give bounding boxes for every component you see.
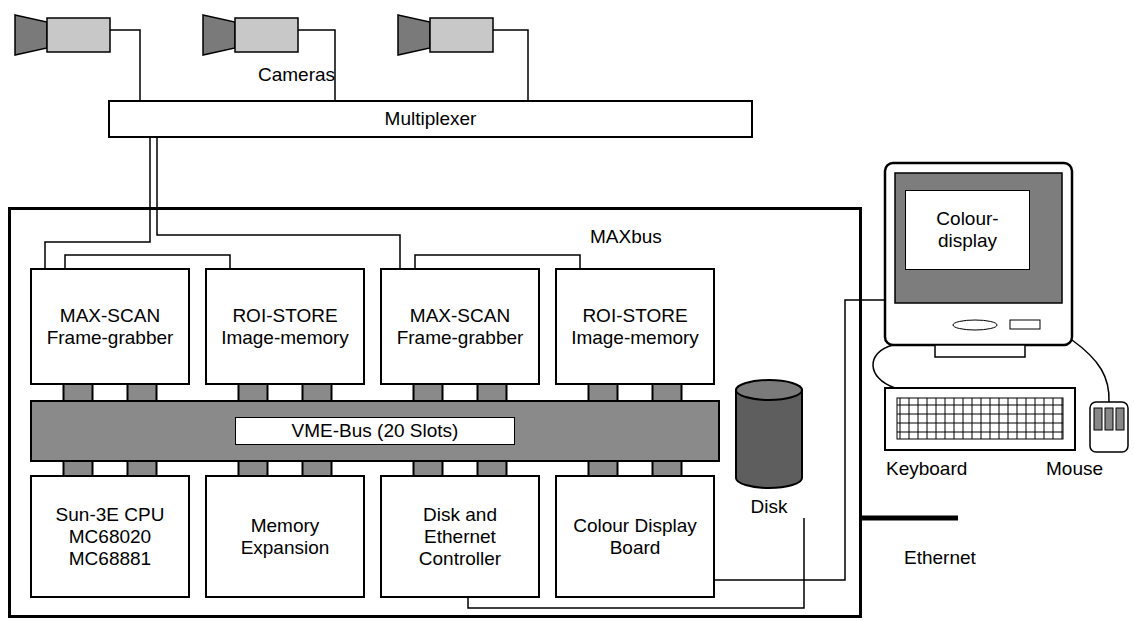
bus-connector xyxy=(78,462,142,475)
board-box: MAX-SCAN Frame-grabber xyxy=(380,268,540,385)
keyboard-cable xyxy=(873,345,895,388)
monitor-icon xyxy=(885,163,1072,357)
connector-group xyxy=(45,138,150,268)
bus-connector xyxy=(428,385,492,400)
mouse-icon xyxy=(1090,402,1128,452)
connector-group xyxy=(415,255,580,268)
bus-connector xyxy=(603,462,667,475)
connector-outline xyxy=(78,385,142,400)
device-label: Keyboard xyxy=(886,458,967,480)
connector-group xyxy=(603,385,667,400)
camera-cables xyxy=(110,30,528,100)
bus-connector xyxy=(603,385,667,400)
bus-label: MAXbus xyxy=(590,226,662,248)
cable xyxy=(157,138,400,268)
board-box: Disk and Ethernet Controller xyxy=(380,475,540,598)
bus-bar: VME-Bus (20 Slots) xyxy=(30,400,720,462)
node-label: Multiplexer xyxy=(385,108,477,130)
bus-connector xyxy=(78,385,142,400)
board-box: Colour Display Board xyxy=(555,475,715,598)
cable xyxy=(415,255,580,268)
cylinder-top xyxy=(736,380,802,400)
node-label: MAX-SCAN Frame-grabber xyxy=(42,305,178,349)
node-label: Disk xyxy=(751,496,788,518)
cylinder-body xyxy=(736,390,802,488)
connector-outline xyxy=(428,462,492,475)
node-label: Colour-display xyxy=(905,190,1030,270)
cable xyxy=(65,255,230,268)
disk-drive: Disk xyxy=(728,378,810,518)
node-label: ROI-STORE Image-memory xyxy=(567,305,703,349)
system-housing: MAXbusMAX-SCAN Frame-grabber ROI-STORE Im… xyxy=(8,207,862,618)
keyboard-icon xyxy=(885,388,1075,450)
connector-group xyxy=(157,138,400,268)
camera-cable xyxy=(110,30,140,100)
node-label: Disk and Ethernet Controller xyxy=(392,504,528,570)
node-label: Memory Expansion xyxy=(217,515,353,559)
connector-group xyxy=(65,255,230,268)
display-monitor: Colour-display xyxy=(885,163,1072,345)
connector-group xyxy=(253,462,317,475)
group-label: Cameras xyxy=(258,64,335,86)
multiplexer-box: Multiplexer xyxy=(108,100,753,138)
camera-cable xyxy=(493,30,528,100)
board-box: Memory Expansion xyxy=(205,475,365,598)
connector-outline xyxy=(253,385,317,400)
mouse-cable xyxy=(1072,340,1109,402)
bus-connector xyxy=(253,385,317,400)
connector-outline xyxy=(253,462,317,475)
node-label: MAX-SCAN Frame-grabber xyxy=(392,305,528,349)
connector-group xyxy=(428,462,492,475)
bus-connector xyxy=(253,462,317,475)
node-label: Sun-3E CPU MC68020 MC68881 xyxy=(42,504,178,570)
connector-outline xyxy=(603,462,667,475)
camera-icon xyxy=(203,15,298,55)
board-box: ROI-STORE Image-memory xyxy=(205,268,365,385)
bus-connector xyxy=(428,462,492,475)
connector-group xyxy=(428,385,492,400)
cable xyxy=(45,138,150,268)
connector-group xyxy=(603,462,667,475)
connector-group xyxy=(78,385,142,400)
connector-outline xyxy=(603,385,667,400)
ethernet-cable xyxy=(862,516,958,521)
camera-icon xyxy=(15,15,110,55)
node-label: Colour Display Board xyxy=(567,515,703,559)
board-box: Sun-3E CPU MC68020 MC68881 xyxy=(30,475,190,598)
connector-group xyxy=(253,385,317,400)
connector-group xyxy=(78,462,142,475)
device-label: Mouse xyxy=(1046,458,1103,480)
connector-outline xyxy=(428,385,492,400)
board-box: ROI-STORE Image-memory xyxy=(555,268,715,385)
cable-label: Ethernet xyxy=(904,547,976,569)
camera-icon xyxy=(398,15,493,55)
board-box: MAX-SCAN Frame-grabber xyxy=(30,268,190,385)
node-label: ROI-STORE Image-memory xyxy=(217,305,353,349)
node-label: VME-Bus (20 Slots) xyxy=(235,417,515,445)
connector-outline xyxy=(78,462,142,475)
